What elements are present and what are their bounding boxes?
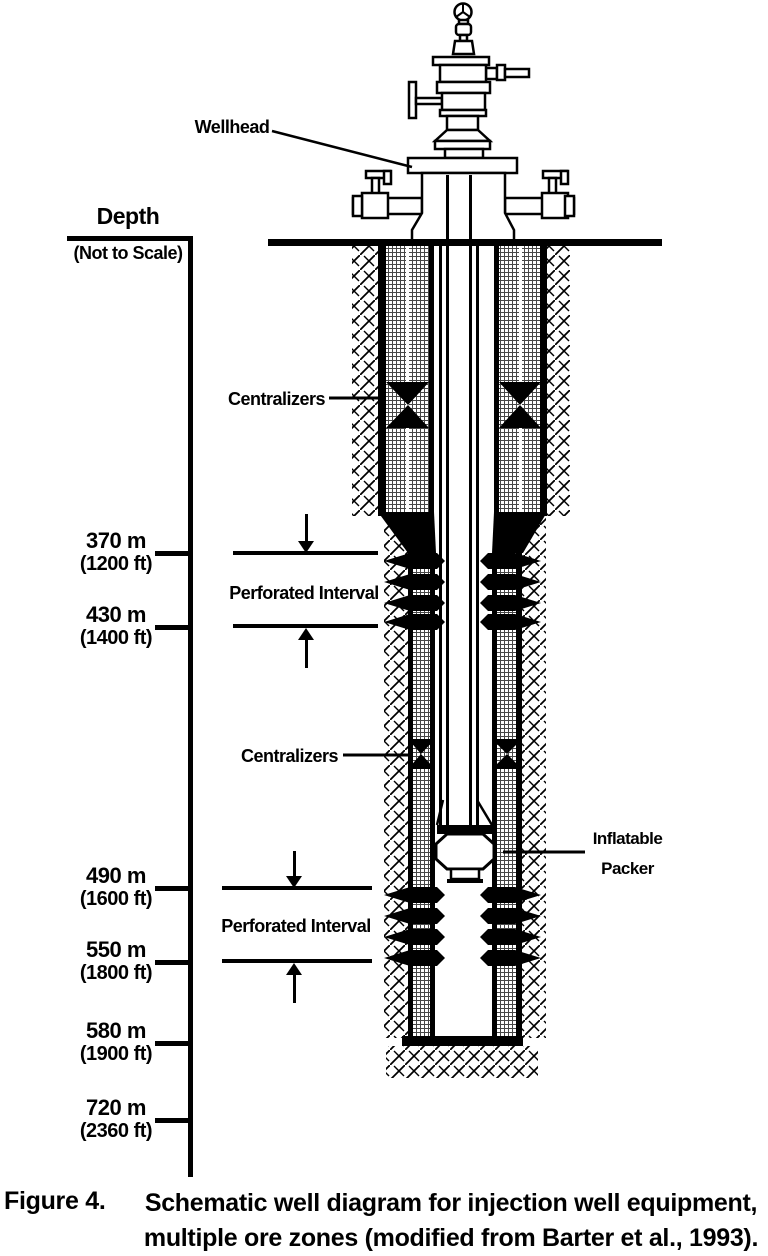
depth-scale (67, 236, 193, 1177)
wing-valve-left (351, 169, 424, 220)
centralizer-symbols (386, 382, 541, 769)
leader-lines (271, 129, 585, 854)
wellhead-graphic (351, 2, 576, 243)
depth-scale-title: Depth (96, 203, 160, 229)
wellhead-label: Wellhead (194, 117, 270, 137)
injection-tubing (439, 175, 479, 826)
depth-mark-580m: 580 m(1900 ft) (79, 1018, 153, 1065)
depth-mark-370m: 370 m(1200 ft) (79, 528, 153, 575)
ground-surface-line (268, 239, 662, 246)
depth-mark-550m: 550 m(1800 ft) (79, 937, 153, 984)
centralizers-label-upper: Centralizers (228, 389, 326, 409)
interval-dimension-lines (222, 514, 378, 1003)
perforated-interval-label-lower: Perforated Interval (221, 916, 371, 936)
depth-mark-430m: 430 m(1400 ft) (79, 602, 153, 649)
depth-mark-720m: 720 m(2360 ft) (79, 1095, 153, 1142)
wing-valve-right (503, 169, 576, 220)
figure-number: Figure 4. (4, 1187, 106, 1215)
centralizers-label-lower: Centralizers (241, 746, 339, 766)
perforations-lower (384, 887, 541, 966)
perforations-upper (384, 553, 541, 630)
well-bottom-plug (402, 1036, 523, 1046)
perforated-interval-label-upper: Perforated Interval (229, 583, 379, 603)
rock-hatching (352, 246, 570, 1078)
inflatable-packer-label: Inflatable Packer (592, 829, 663, 878)
casing-taper (378, 512, 547, 553)
depth-mark-490m: 490 m(1600 ft) (79, 863, 153, 910)
figure-caption: Schematic well diagram for injection wel… (143, 1189, 759, 1252)
depth-scale-subtitle: (Not to Scale) (73, 243, 183, 263)
inflatable-packer-graphic (434, 799, 496, 883)
wellhead-flange (406, 156, 519, 175)
